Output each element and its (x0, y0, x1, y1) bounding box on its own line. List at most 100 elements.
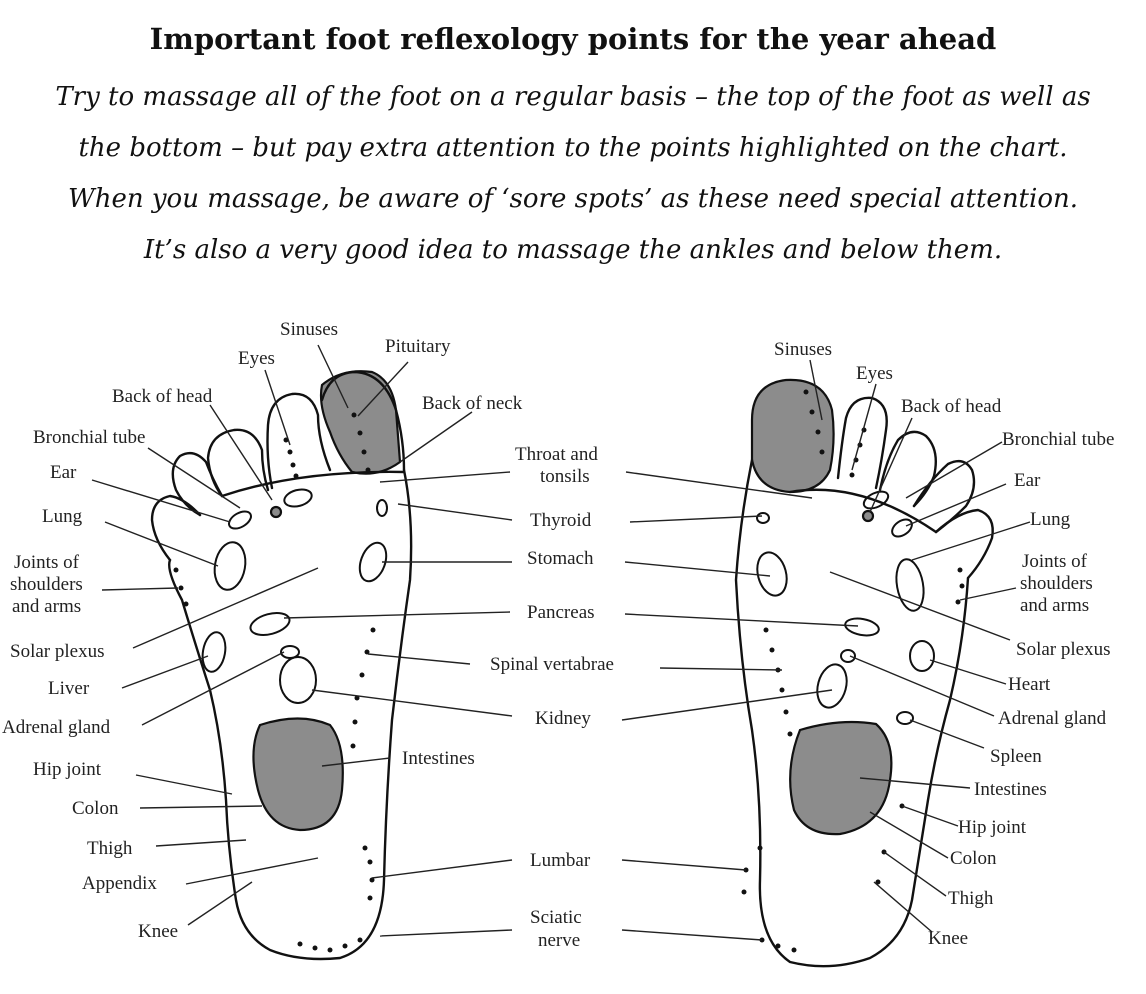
left-dot (350, 743, 356, 749)
intro-text: Try to massage all of the foot on a regu… (0, 72, 1146, 276)
intro-line-4: It’s also a very good idea to massage th… (143, 235, 1003, 265)
label-kidney: Kidney (535, 708, 591, 729)
left-dot (290, 462, 296, 468)
label-throat-2: tonsils (540, 466, 590, 487)
left-dot (364, 649, 370, 655)
right-label-sinuses: Sinuses (774, 339, 832, 360)
right-lung-spot (895, 558, 925, 612)
left-sole (168, 468, 413, 961)
left-toe-4 (171, 451, 224, 517)
right-dot (787, 731, 793, 737)
label-throat-1: Throat and (515, 444, 598, 465)
left-label-sinuses: Sinuses (280, 319, 338, 340)
right-label-knee: Knee (928, 928, 968, 949)
label-sciatic-2: nerve (538, 930, 580, 951)
left-dot (327, 947, 333, 953)
left-label-hip-joint: Hip joint (33, 759, 102, 780)
left-dot (183, 601, 189, 607)
right-label-heart: Heart (1008, 674, 1051, 695)
right-label-joints-1: Joints of (1022, 551, 1088, 572)
right-label-intestines: Intestines (974, 779, 1047, 800)
left-dot (367, 859, 373, 865)
left-foot-labels: Sinuses Pituitary Eyes Back of head Back… (2, 319, 523, 942)
right-foot-labels: Sinuses Eyes Back of head Bronchial tube… (774, 339, 1114, 949)
intro-line-3: When you massage, be aware of ‘sore spot… (68, 184, 1078, 214)
left-stomach-spot (358, 541, 388, 583)
right-thyroid-spot (756, 512, 770, 524)
left-intestines-shade (252, 717, 344, 832)
left-label-adrenal-gland: Adrenal gland (2, 717, 111, 738)
left-ear-spot (228, 510, 252, 530)
left-dot (359, 672, 365, 678)
right-dot (957, 567, 963, 573)
left-dot (367, 895, 373, 901)
right-eye-spot (862, 490, 890, 510)
left-toe-2 (266, 392, 332, 490)
left-thyroid-spot (376, 499, 388, 517)
left-label-knee: Knee (138, 921, 178, 942)
right-label-ear: Ear (1014, 470, 1041, 491)
left-label-solar-plexus: Solar plexus (10, 641, 104, 662)
intro-line-2: the bottom – but pay extra attention to … (78, 133, 1068, 163)
left-label-bronchial-tube: Bronchial tube (33, 427, 145, 448)
right-label-eyes: Eyes (856, 363, 893, 384)
right-dot (803, 389, 809, 395)
label-stomach: Stomach (527, 548, 594, 569)
left-dot (297, 941, 303, 947)
right-dot (875, 879, 881, 885)
right-stomach-spot (756, 551, 788, 597)
left-dot (293, 473, 299, 479)
right-label-solar-plexus: Solar plexus (1016, 639, 1110, 660)
right-intestines-shade (789, 720, 893, 836)
left-label-back-of-neck: Back of neck (422, 393, 523, 414)
left-label-thigh: Thigh (87, 838, 133, 859)
label-intestines: Intestines (402, 748, 475, 769)
right-label-adrenal-gland: Adrenal gland (998, 708, 1107, 729)
left-dot (370, 627, 376, 633)
right-toe-2 (836, 396, 888, 490)
right-label-joints-3: and arms (1020, 595, 1089, 616)
left-dot (312, 945, 318, 951)
left-label-back-of-head: Back of head (112, 386, 213, 407)
right-label-lung: Lung (1030, 509, 1071, 530)
left-dot (365, 467, 371, 473)
left-label-pituitary: Pituitary (385, 336, 451, 357)
right-ear-spot (891, 518, 913, 538)
right-label-spleen: Spleen (990, 746, 1042, 767)
right-dot (783, 709, 789, 715)
right-label-back-of-head: Back of head (901, 396, 1002, 417)
chart-title: Important foot reflexology points for th… (149, 22, 997, 56)
left-label-lung: Lung (42, 506, 83, 527)
right-label-joints-2: shoulders (1020, 573, 1093, 594)
left-foot (150, 370, 413, 961)
right-dot (809, 409, 815, 415)
left-toe-5 (150, 494, 202, 562)
left-label-eyes: Eyes (238, 348, 275, 369)
left-dot (178, 585, 184, 591)
right-dot (741, 889, 747, 895)
left-dot (352, 719, 358, 725)
center-labels: Throat and tonsils Thyroid Stomach Pancr… (402, 444, 614, 951)
label-spinal-vertabrae: Spinal vertabrae (490, 654, 614, 675)
right-kidney-spot (816, 663, 848, 709)
leader-lines (91, 344, 1031, 941)
left-dot (357, 937, 363, 943)
right-dot (769, 647, 775, 653)
right-label-bronchial-tube: Bronchial tube (1002, 429, 1114, 450)
right-dot (757, 845, 763, 851)
left-dot (357, 430, 363, 436)
right-dot (815, 429, 821, 435)
left-label-joints-3: and arms (12, 596, 81, 617)
right-back-of-head-spot (861, 509, 875, 523)
right-label-thigh: Thigh (948, 888, 994, 909)
left-dot (287, 449, 293, 455)
left-label-joints-1: Joints of (14, 552, 80, 573)
left-dot (342, 943, 348, 949)
right-spleen-spot (896, 711, 914, 725)
left-dot (362, 845, 368, 851)
left-ball-line (220, 470, 406, 498)
left-sinus-shade (319, 370, 402, 475)
right-dot (779, 687, 785, 693)
right-ball-line (788, 488, 938, 534)
left-adrenal-spot (280, 645, 300, 659)
